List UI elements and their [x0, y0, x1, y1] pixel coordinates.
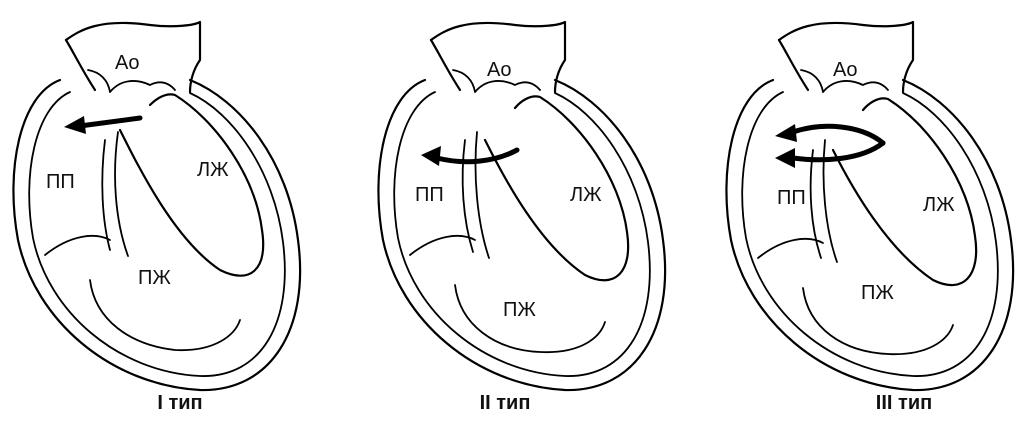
- septum-line: [463, 140, 473, 252]
- heart-illustration-type-2: [365, 0, 685, 421]
- heart-outer-wall: [726, 80, 1013, 390]
- straight-left-arrow-icon: [64, 116, 86, 134]
- heart-illustration-type-1: [0, 0, 320, 421]
- heart-illustration-type-3: [713, 0, 1033, 421]
- left-ventricle-wall: [120, 94, 263, 275]
- left-ventricle-label: ЛЖ: [197, 160, 229, 180]
- left-ventricle-label: ЛЖ: [570, 185, 602, 205]
- shunt-arrow-lower-shaft: [793, 143, 883, 160]
- shunt-arrow-shaft: [80, 118, 140, 126]
- right-ventricle-label: ПЖ: [138, 268, 171, 288]
- left-ventricle-wall: [833, 98, 976, 285]
- right-ventricle-label: ПЖ: [861, 283, 894, 303]
- right-atrium-label: ПП: [46, 172, 75, 192]
- aorta-left-wall: [66, 40, 95, 90]
- left-ventricle-wall: [485, 96, 628, 280]
- panel-caption: I тип: [80, 393, 280, 413]
- heart-outer-wall: [13, 80, 300, 390]
- double-left-arrow-icon-lower: [775, 148, 795, 168]
- septum-line: [102, 140, 110, 250]
- shunt-arrow-upper-shaft: [793, 126, 883, 143]
- shunt-arrow-shaft: [437, 150, 517, 162]
- heart-diagram-type-2: Ao ПП ЛЖ ПЖ II тип: [365, 0, 685, 421]
- panel-caption: II тип: [405, 393, 605, 413]
- panel-caption: III тип: [804, 393, 1004, 413]
- right-ventricle-floor: [410, 236, 605, 352]
- heart-inner-wall: [29, 92, 285, 376]
- aorta-left-wall: [779, 40, 808, 90]
- right-atrium-label: ПП: [415, 185, 444, 205]
- heart-inner-wall: [394, 92, 650, 376]
- right-atrium-label: ПП: [777, 188, 806, 208]
- heart-diagram-type-3: Ao ПП ЛЖ ПЖ III тип: [713, 0, 1033, 421]
- left-ventricle-label: ЛЖ: [923, 195, 955, 215]
- heart-diagram-type-1: Ao ПП ЛЖ ПЖ I тип: [0, 0, 320, 421]
- double-left-arrow-icon: [775, 124, 797, 142]
- aorta-left-wall: [431, 40, 460, 90]
- aorta-label: Ao: [115, 53, 139, 73]
- aorta-label: Ao: [487, 60, 511, 80]
- septum-line-2: [115, 132, 128, 256]
- aorta-label: Ao: [833, 60, 857, 80]
- right-ventricle-floor: [45, 236, 240, 350]
- right-ventricle-label: ПЖ: [503, 300, 536, 320]
- heart-outer-wall: [378, 80, 665, 390]
- curved-left-arrow-icon: [421, 146, 441, 166]
- septum-line-2: [476, 132, 490, 258]
